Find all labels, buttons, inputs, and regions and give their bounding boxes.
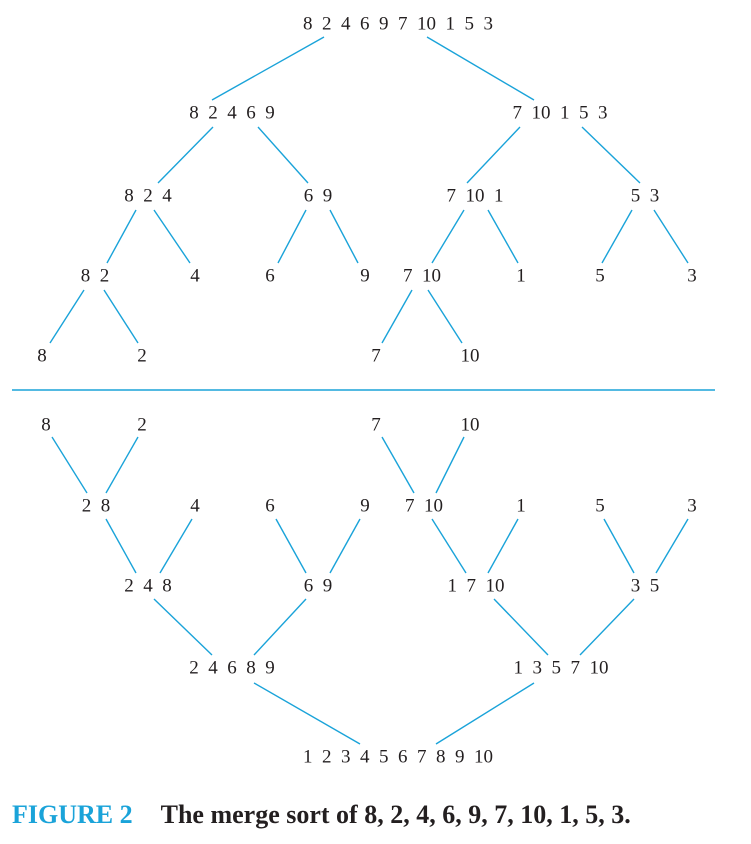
merge-tree-node: 5 xyxy=(595,496,605,517)
tree-edge xyxy=(381,436,415,494)
tree-edge xyxy=(253,682,361,745)
split-tree-node: 8 2 4 6 9 7 10 1 5 3 xyxy=(303,14,493,35)
tree-edge xyxy=(579,598,635,656)
tree-edge xyxy=(603,518,635,574)
tree-edge xyxy=(253,598,307,656)
tree-edge xyxy=(435,436,465,494)
merge-tree-node: 9 xyxy=(360,496,370,517)
merge-tree-node: 6 xyxy=(265,496,275,517)
merge-tree-node: 2 8 xyxy=(82,496,111,517)
split-tree-node: 3 xyxy=(687,266,697,287)
merge-tree-node: 10 xyxy=(461,415,480,436)
merge-tree-node: 4 xyxy=(190,496,200,517)
tree-edge xyxy=(275,518,307,574)
merge-tree-node: 2 4 8 xyxy=(124,576,172,597)
merge-tree-node: 2 4 6 8 9 xyxy=(189,658,275,679)
tree-edge xyxy=(153,209,191,264)
split-tree-node: 2 xyxy=(137,346,147,367)
merge-tree-node: 7 xyxy=(371,415,381,436)
tree-edge xyxy=(435,682,535,745)
merge-tree-node: 7 10 xyxy=(405,496,443,517)
split-tree-node: 8 2 4 xyxy=(124,186,172,207)
figure-number: FIGURE 2 xyxy=(12,800,133,829)
split-tree-node: 7 10 1 xyxy=(447,186,504,207)
tree-edges xyxy=(49,36,689,745)
tree-edge xyxy=(257,126,309,184)
tree-edge xyxy=(426,36,535,101)
split-tree-node: 7 10 1 5 3 xyxy=(513,103,608,124)
tree-edge xyxy=(105,518,137,574)
split-tree-node: 7 xyxy=(371,346,381,367)
tree-edge xyxy=(49,289,85,344)
split-tree-node: 8 2 4 6 9 xyxy=(189,103,275,124)
split-tree-node: 5 xyxy=(595,266,605,287)
merge-tree-node: 1 3 5 7 10 xyxy=(514,658,609,679)
tree-edge xyxy=(329,209,359,264)
tree-edge xyxy=(159,518,193,574)
split-tree-node: 8 2 xyxy=(81,266,110,287)
split-tree-node: 6 9 xyxy=(304,186,333,207)
figure-caption: FIGURE 2 The merge sort of 8, 2, 4, 6, 9,… xyxy=(12,800,631,830)
tree-edge xyxy=(601,209,633,264)
tree-edge xyxy=(427,289,463,344)
merge-tree-node: 1 7 10 xyxy=(448,576,505,597)
merge-tree-node: 1 2 3 4 5 6 7 8 9 10 xyxy=(303,747,493,768)
tree-edge xyxy=(431,209,465,264)
tree-edge xyxy=(431,518,467,574)
merge-tree-node: 6 9 xyxy=(304,576,333,597)
split-tree-node: 1 xyxy=(516,266,526,287)
tree-edge xyxy=(51,436,88,494)
split-tree-node: 8 xyxy=(37,346,47,367)
tree-edge xyxy=(277,209,307,264)
tree-edge xyxy=(157,126,214,184)
tree-edge xyxy=(466,126,521,184)
tree-edge xyxy=(106,209,137,264)
merge-tree-node: 3 5 xyxy=(631,576,660,597)
tree-edge xyxy=(329,518,361,574)
split-tree-node: 10 xyxy=(461,346,480,367)
tree-edge xyxy=(381,289,413,344)
tree-edge xyxy=(153,598,213,656)
split-tree-node: 4 xyxy=(190,266,200,287)
tree-edge xyxy=(105,436,139,494)
split-tree-node: 6 xyxy=(265,266,275,287)
tree-edge xyxy=(493,598,549,656)
merge-tree-node: 1 xyxy=(516,496,526,517)
tree-edge xyxy=(211,36,325,101)
merge-tree-node: 8 xyxy=(41,415,51,436)
caption-text: The merge sort of 8, 2, 4, 6, 9, 7, 10, … xyxy=(160,800,631,829)
split-tree-node: 7 10 xyxy=(403,266,441,287)
tree-edge xyxy=(655,518,689,574)
tree-edge xyxy=(581,126,641,184)
split-tree-node: 9 xyxy=(360,266,370,287)
merge-tree-node: 2 xyxy=(137,415,147,436)
tree-edge xyxy=(487,209,519,264)
tree-edge xyxy=(103,289,139,344)
tree-edge xyxy=(487,518,519,574)
merge-tree-node: 3 xyxy=(687,496,697,517)
split-tree-node: 5 3 xyxy=(631,186,660,207)
tree-edge xyxy=(653,209,689,264)
